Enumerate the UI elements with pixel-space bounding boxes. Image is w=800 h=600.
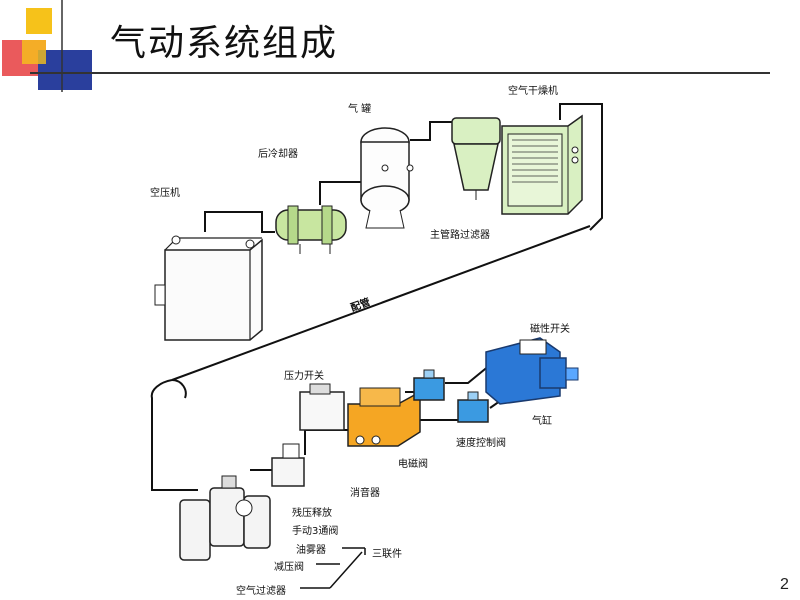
label-air-dryer: 空气干燥机: [508, 86, 558, 97]
manual-3way-valve: [271, 443, 305, 487]
label-air-filter: 空气过滤器: [236, 586, 286, 597]
label-residual-pressure-release: 残压释放: [292, 508, 332, 519]
after-cooler: [275, 205, 347, 254]
label-pressure-reducing-valve: 减压阀: [274, 562, 304, 573]
title-underline: [30, 72, 770, 74]
pipe-main-diagonal: [171, 225, 591, 381]
label-air-compressor: 空压机: [150, 188, 180, 199]
main-line-filter: [451, 117, 501, 200]
solenoid-valve: [347, 387, 421, 447]
label-air-tank: 气 罐: [348, 104, 372, 115]
label-speed-control-valve: 速度控制阀: [456, 438, 506, 449]
page-number: 2: [780, 576, 789, 593]
pressure-switch: [299, 383, 345, 431]
decor-yellow-square-2: [22, 40, 46, 64]
pipe-bypass-right: [171, 379, 187, 399]
label-main-line-filter: 主管路过滤器: [430, 230, 490, 241]
speed-control-valve-1: [413, 369, 445, 401]
pipe-down-left: [150, 379, 198, 491]
pipe-tank-filter: [410, 121, 456, 141]
label-after-cooler: 后冷却器: [258, 149, 298, 160]
label-frl-unit: 三联件: [372, 549, 402, 560]
pipe-dryer-main: [559, 103, 603, 231]
speed-control-valve-2: [457, 391, 489, 423]
pipe-speed-cylinder1: [445, 364, 491, 384]
air-dryer: [501, 114, 583, 215]
label-lubricator: 油雾器: [296, 545, 326, 556]
decor-blue-square: [38, 50, 92, 90]
label-cylinder: 气缸: [532, 416, 552, 427]
label-manual-3way-valve: 手动3通阀: [292, 526, 339, 537]
air-cylinder: [485, 337, 579, 405]
label-magnetic-switch: 磁性开关: [530, 324, 570, 335]
pipe-solenoid-speed2: [420, 408, 461, 421]
label-solenoid-valve: 电磁阀: [398, 459, 428, 470]
frl-unit: [179, 475, 271, 561]
label-silencer: 消音器: [350, 488, 380, 499]
pipe-compressor-cooler: [204, 211, 275, 233]
air-compressor: [154, 235, 263, 341]
decor-yellow-square: [26, 8, 52, 34]
piping-lines: [150, 103, 603, 491]
label-pressure-switch: 压力开关: [284, 371, 324, 382]
page-title: 气动系统组成: [110, 23, 339, 64]
leader-lines: [300, 547, 366, 589]
air-tank: [360, 127, 414, 229]
